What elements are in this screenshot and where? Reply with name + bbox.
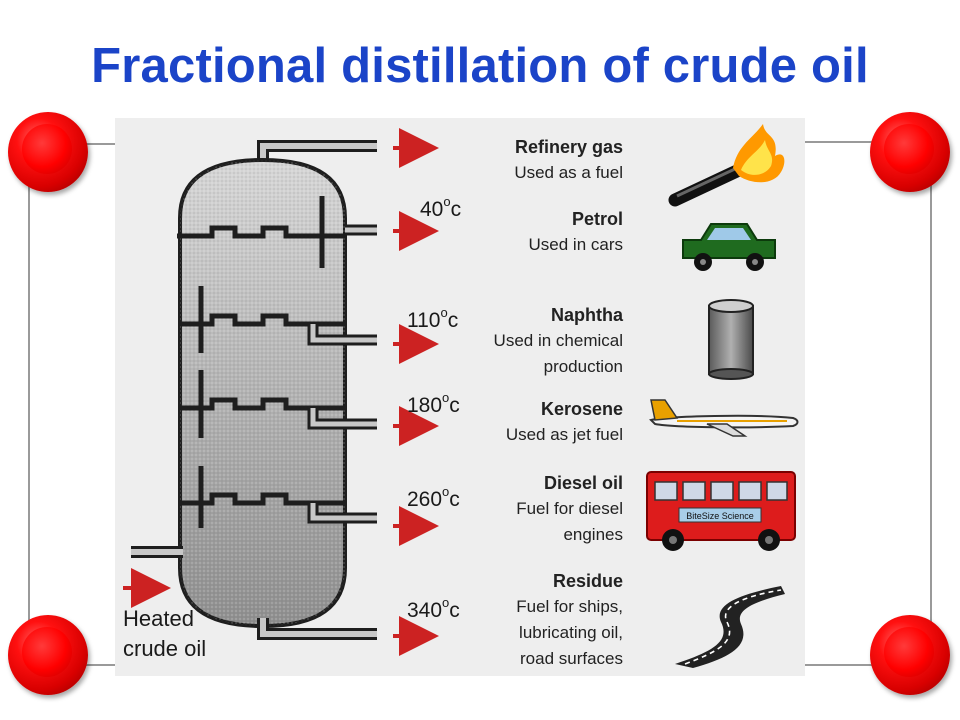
frame-line-right <box>930 150 932 660</box>
fraction-label-residue: Residue Fuel for ships, lubricating oil,… <box>516 568 623 672</box>
fraction-label-diesel-oil: Diesel oil Fuel for diesel engines <box>516 470 623 548</box>
distillation-diagram: 40oc 110oc 180oc 260oc 340oc Refinery ga… <box>115 118 805 676</box>
pushpin-icon <box>870 615 950 695</box>
airplane-icon <box>649 399 799 437</box>
fraction-name: Naphtha <box>551 305 623 325</box>
fraction-name: Petrol <box>571 209 623 229</box>
tray <box>180 466 345 528</box>
tray <box>180 370 345 438</box>
temperature-label: 260oc <box>407 484 460 511</box>
feed-label: Heated crude oil <box>123 606 207 661</box>
frame-line-bottom-right <box>805 664 879 666</box>
road-icon <box>675 586 785 668</box>
bus-sign-text: BiteSize Science <box>686 511 754 521</box>
pushpin-icon <box>8 615 88 695</box>
temperature-label: 110oc <box>407 305 459 332</box>
fraction-label-petrol: Petrol Used in cars <box>529 206 623 258</box>
fraction-use: Used as jet fuel <box>505 425 623 444</box>
fraction-label-refinery-gas: Refinery gas Used as a fuel <box>514 134 623 186</box>
frame-line-left <box>28 150 30 660</box>
frame-line-bottom-left <box>80 664 116 666</box>
fraction-use: Used as a fuel <box>514 163 623 182</box>
pushpin-icon <box>8 112 88 192</box>
frame-line-top-right <box>805 141 879 143</box>
page-title: Fractional distillation of crude oil <box>91 39 869 93</box>
fraction-name: Kerosene <box>540 399 623 419</box>
fraction-use: Fuel for diesel <box>516 499 623 518</box>
fraction-use: lubricating oil, <box>519 623 623 642</box>
fractionating-column-svg <box>123 128 439 656</box>
car-icon <box>682 223 776 271</box>
fraction-use: production <box>543 357 623 376</box>
fraction-name: Residue <box>552 571 623 591</box>
fraction-use: engines <box>563 525 623 544</box>
temperature-label: 180oc <box>407 390 460 417</box>
tray <box>180 286 345 353</box>
fraction-label-kerosene: Kerosene Used as jet fuel <box>506 396 623 448</box>
bus-icon: BiteSize Science <box>646 471 796 551</box>
fraction-use: road surfaces <box>520 649 623 668</box>
pushpin-icon <box>870 112 950 192</box>
temperature-label: 40oc <box>420 194 462 221</box>
fraction-name: Refinery gas <box>514 137 623 157</box>
torch-flame-icon <box>668 124 785 207</box>
temperature-label: 340oc <box>407 595 460 622</box>
tray <box>177 196 345 268</box>
fraction-name: Diesel oil <box>543 473 623 493</box>
frame-line-top-left <box>80 143 116 145</box>
fraction-use: Used in chemical <box>493 331 623 350</box>
drum-barrel-icon <box>708 299 754 380</box>
fraction-label-naphtha: Naphtha Used in chemical production <box>494 302 623 380</box>
fraction-use: Used in cars <box>528 235 623 254</box>
fraction-use: Fuel for ships, <box>516 597 623 616</box>
